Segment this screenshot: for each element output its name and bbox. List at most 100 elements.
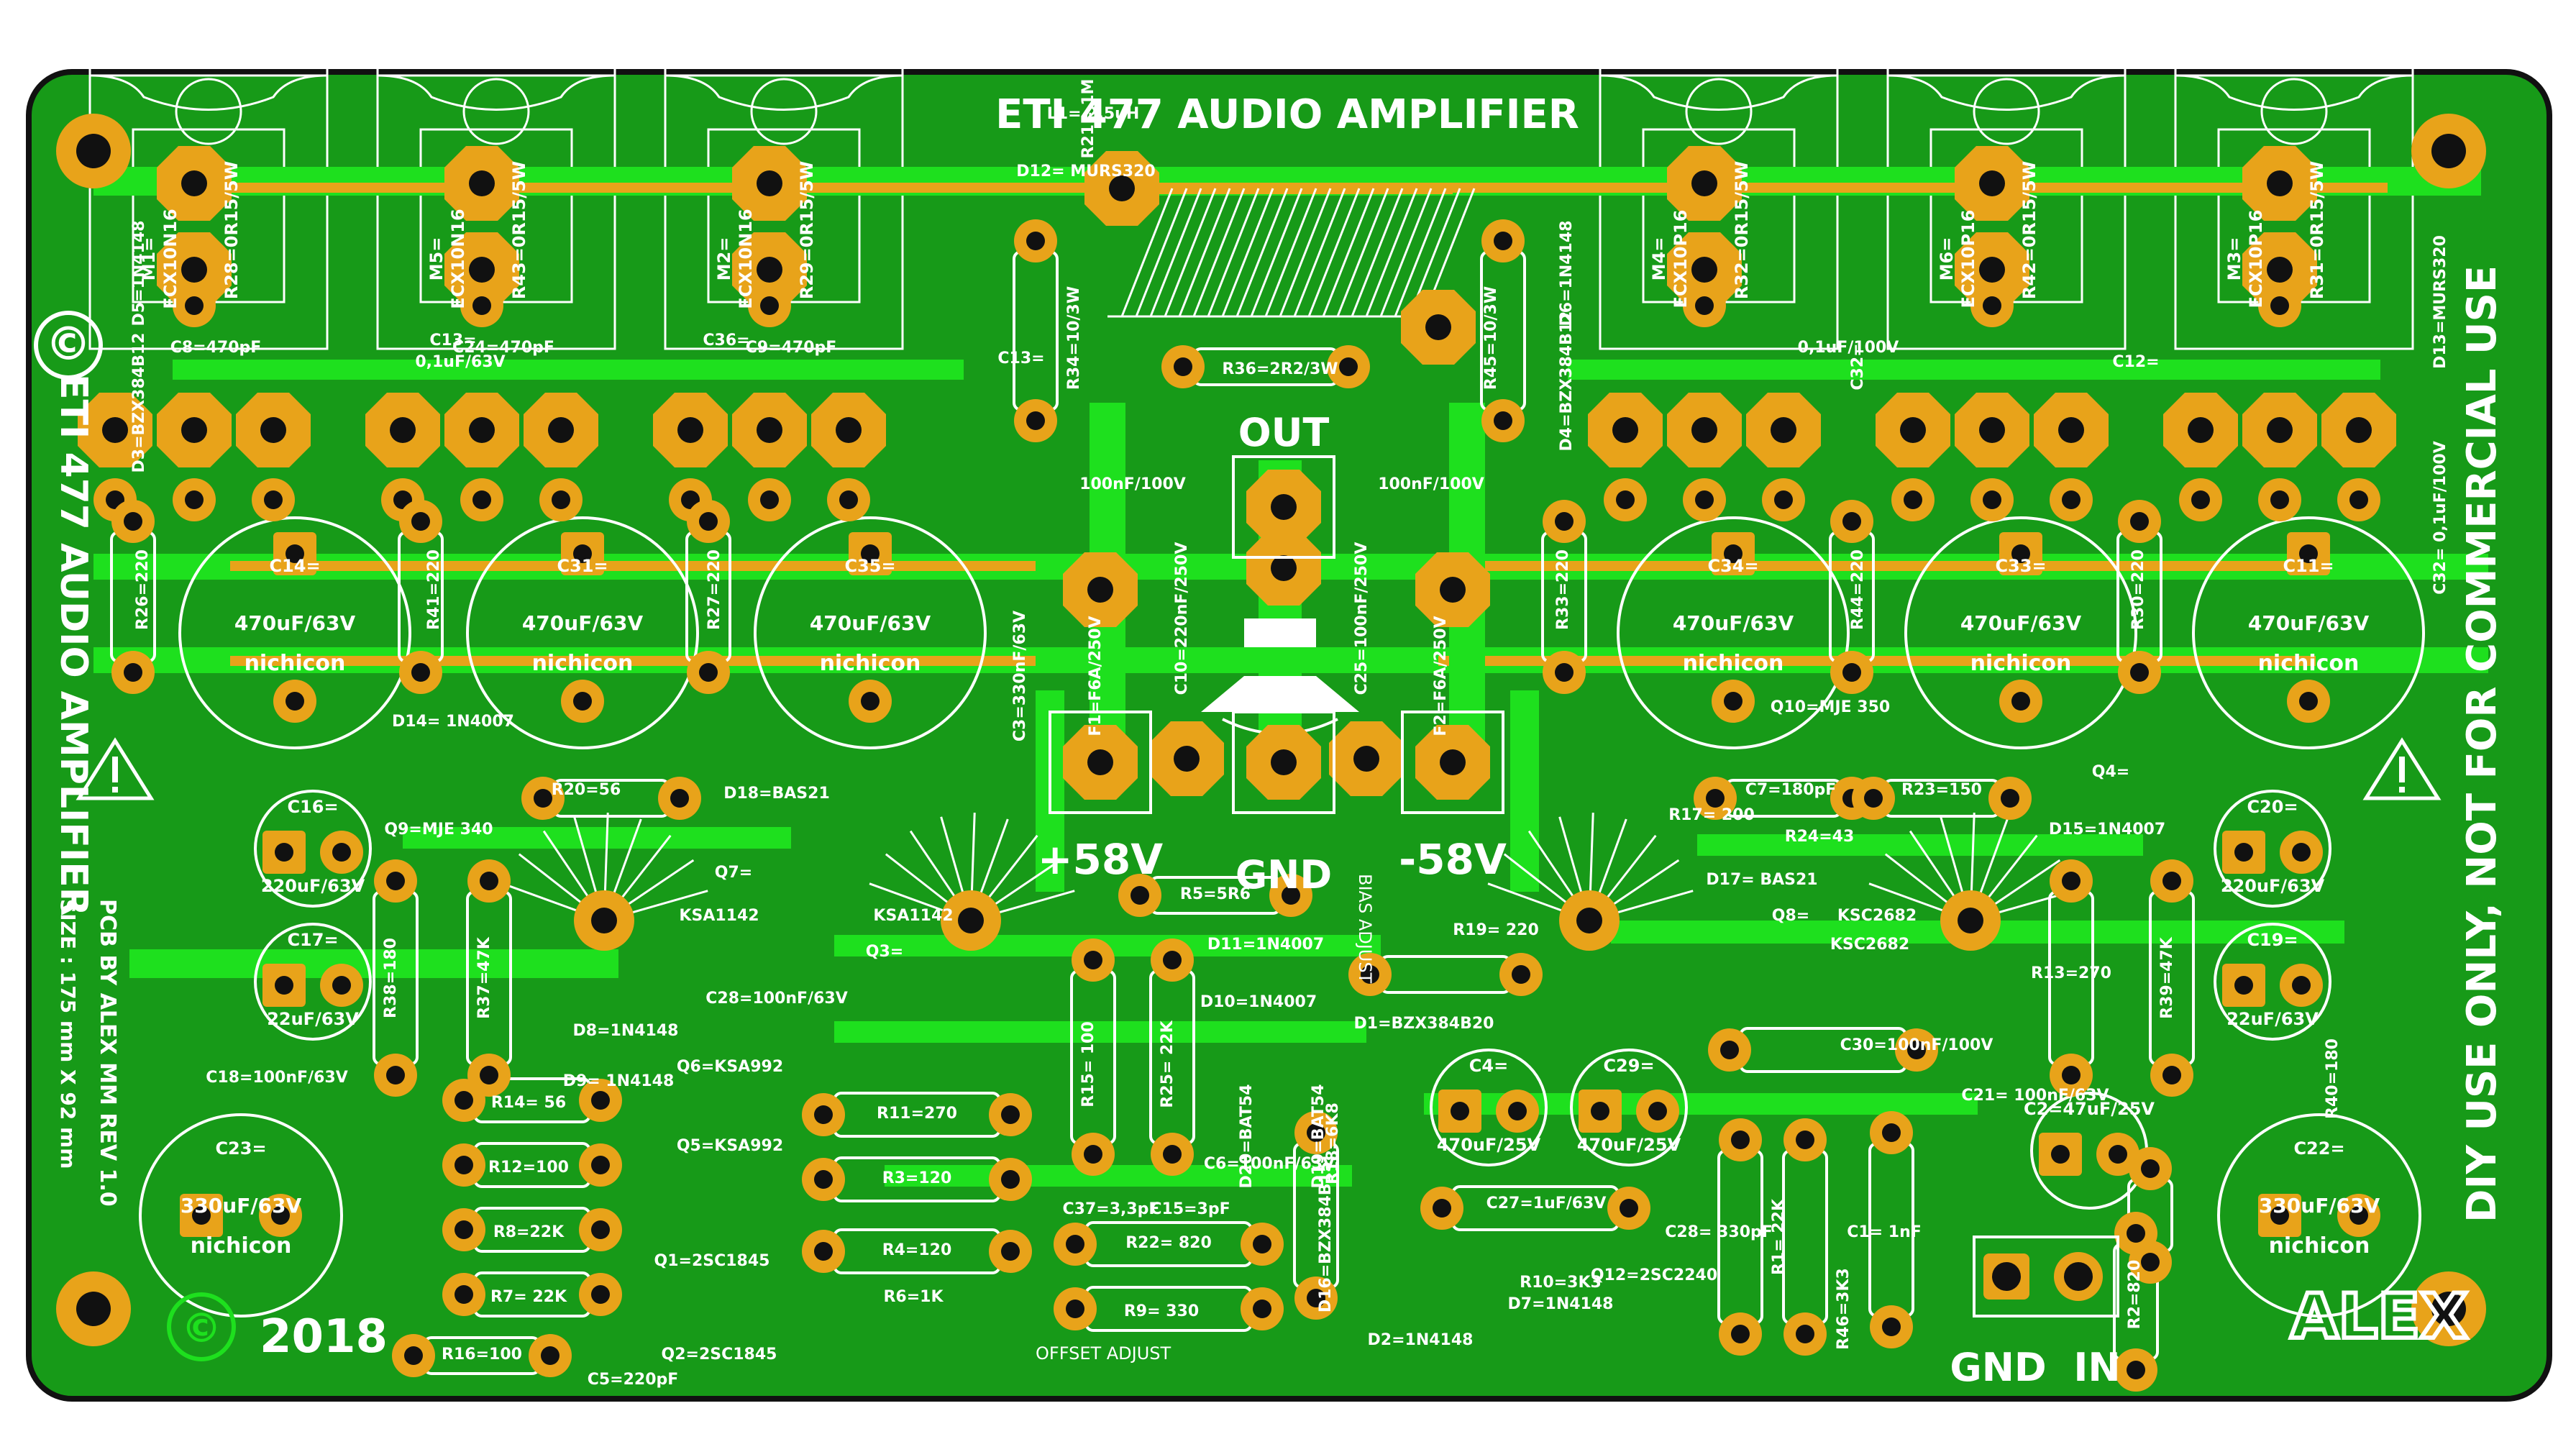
pad [1719, 1312, 1762, 1356]
transistor-part: ECX10P16 [1958, 210, 1978, 309]
pad [802, 1093, 845, 1136]
part-label: D18=BAS21 [723, 785, 830, 803]
terminal-outline [1232, 455, 1335, 559]
part-label: C28= 330pF [1665, 1223, 1773, 1241]
power-pad [1401, 290, 1476, 365]
part-label: Q7= [715, 864, 752, 882]
pad [1543, 500, 1586, 543]
capacitor-brand: nichicon [1970, 651, 2072, 676]
transistor-part: ECX10P16 [2246, 210, 2266, 309]
copyright-symbol: © [45, 318, 91, 371]
transistor-body [2174, 74, 2414, 350]
part-label: R7= 22K [490, 1288, 567, 1306]
power-pad [1246, 531, 1321, 606]
power-pad [1955, 146, 2029, 221]
coil-turn [1307, 188, 1361, 317]
pad [1783, 1312, 1827, 1356]
pad [1161, 345, 1205, 388]
pad [1604, 478, 1647, 521]
part-label: R16=100 [442, 1346, 522, 1364]
part-label: Q9=MJE 340 [384, 821, 493, 839]
pad [2280, 964, 2323, 1007]
part-label: D10=1N4007 [1200, 993, 1317, 1011]
transistor-label: M2= [714, 237, 734, 281]
pad [1891, 478, 1935, 521]
power-pad [1063, 552, 1138, 627]
capacitor-value: 220uF/63V [2221, 876, 2325, 896]
part-label: R5=5R6 [1180, 885, 1251, 903]
capacitor-value: 330uF/63V [181, 1194, 302, 1218]
power-pad [1329, 721, 1404, 796]
part-label: R39=47K [2158, 936, 2176, 1019]
pad [374, 1054, 417, 1097]
power-pad [1588, 393, 1663, 467]
pad [1607, 1187, 1650, 1230]
part-label: D6=1N4148 [1558, 221, 1576, 326]
part-label: Q4= [2092, 763, 2129, 781]
side-title: ETI 477 AUDIO AMPLIFIER [52, 374, 95, 916]
pad [1988, 777, 2032, 820]
part-label: C13= [997, 350, 1044, 367]
pad [1852, 777, 1895, 820]
part-label: D1=BZX384B20 [1354, 1015, 1494, 1033]
small-capacitor [2214, 923, 2331, 1041]
coil-turn [1178, 188, 1231, 317]
capacitor-value: 470uF/63V [2248, 611, 2370, 635]
gnd-in-label: GND IN [1950, 1345, 2120, 1390]
part-label: R2=820 [2126, 1260, 2144, 1330]
transistor-label: M5= [426, 237, 447, 281]
year-label: 2018 [260, 1310, 388, 1364]
part-label: C24=470pF [452, 339, 554, 357]
pad [442, 1208, 485, 1251]
pad [1762, 478, 1805, 521]
capacitor-ref: C16= [287, 797, 338, 817]
power-pad [157, 393, 232, 467]
pad [273, 680, 316, 723]
pad [1072, 1133, 1115, 1176]
transistor-mount-hole [175, 78, 242, 145]
power-pad [365, 393, 440, 467]
part-label: C25=100nF/250V [1353, 542, 1371, 695]
part-label: R18=6K8 [1324, 1102, 1342, 1184]
shunt-resistor-label: R31=0R15/5W [2307, 161, 2327, 300]
coil-turn [1322, 188, 1375, 317]
pad [989, 1158, 1032, 1201]
pad [1420, 1187, 1463, 1230]
terminal-outline [1401, 711, 1504, 814]
pad [802, 1230, 845, 1273]
transistor-label: M1= [139, 237, 159, 281]
coil-turn [1250, 188, 1303, 317]
gnd-in-connector [1973, 1236, 2119, 1317]
terminal-outline [1049, 711, 1152, 814]
pad [2150, 1054, 2193, 1097]
electrolytic-capacitor [139, 1113, 343, 1317]
pad [2039, 1133, 2082, 1176]
part-label: R41=220 [425, 549, 443, 630]
power-pad [1667, 393, 1742, 467]
transistor-mount-hole [750, 78, 818, 145]
pad [2050, 859, 2093, 903]
power-pad [2321, 393, 2396, 467]
pad [579, 1143, 622, 1187]
transistor-outline [664, 17, 904, 111]
pad [1830, 651, 1873, 694]
part-label: R9= 330 [1124, 1302, 1199, 1320]
pad [1151, 1133, 1194, 1176]
part-label: C8=470pF [170, 339, 262, 357]
pad [1241, 1223, 1284, 1266]
power-pad [1667, 146, 1742, 221]
part-label: R30=220 [2129, 549, 2147, 630]
pad [529, 1334, 572, 1377]
power-pad [653, 393, 728, 467]
capacitor-value: 330uF/63V [2259, 1194, 2380, 1218]
warning-icon [76, 737, 2442, 800]
part-label: D11=1N4007 [1207, 936, 1324, 954]
part-label: D5=1N4148 [130, 221, 148, 326]
heatsink-hole [958, 908, 984, 933]
part-label: R21= 1M [1079, 79, 1097, 159]
coil-turn [1236, 188, 1289, 317]
part-label: 0,1uF/100V [1798, 339, 1899, 357]
transistor-part: ECX10N16 [160, 209, 181, 309]
power-pad [732, 393, 807, 467]
